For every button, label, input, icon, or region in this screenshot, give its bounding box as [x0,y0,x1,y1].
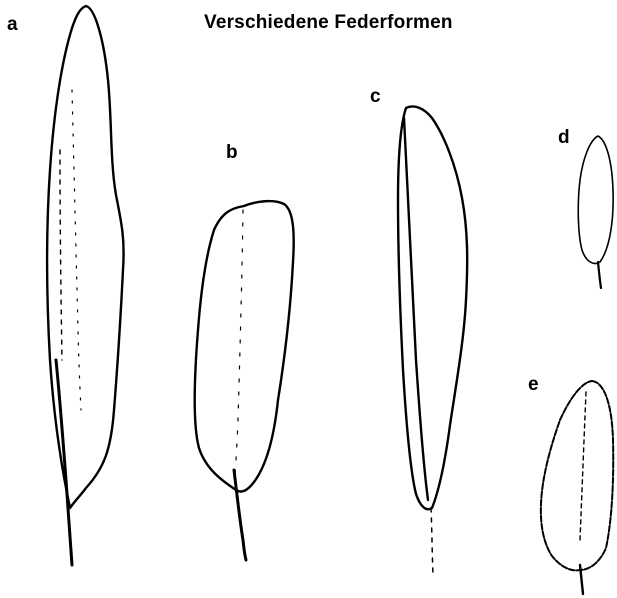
feather-b [195,201,294,560]
feather-a-inner-line [60,150,62,360]
feather-b-rachis [235,210,243,475]
feather-a-vane [47,6,124,508]
feather-b-shaft [234,470,246,560]
feather-a-rachis [72,90,81,410]
feather-c [398,106,467,574]
feather-d [578,136,613,288]
feather-e-vane [541,381,613,570]
feather-c-shaft [431,508,433,574]
feather-d-shaft [598,262,601,288]
feather-e [541,381,613,594]
feather-d-vane [578,136,613,264]
feather-a [47,6,124,565]
feather-c-vane [398,106,467,509]
feather-b-vane [195,201,294,491]
feather-a-shaft [56,360,72,565]
feather-e-rachis [580,392,586,540]
